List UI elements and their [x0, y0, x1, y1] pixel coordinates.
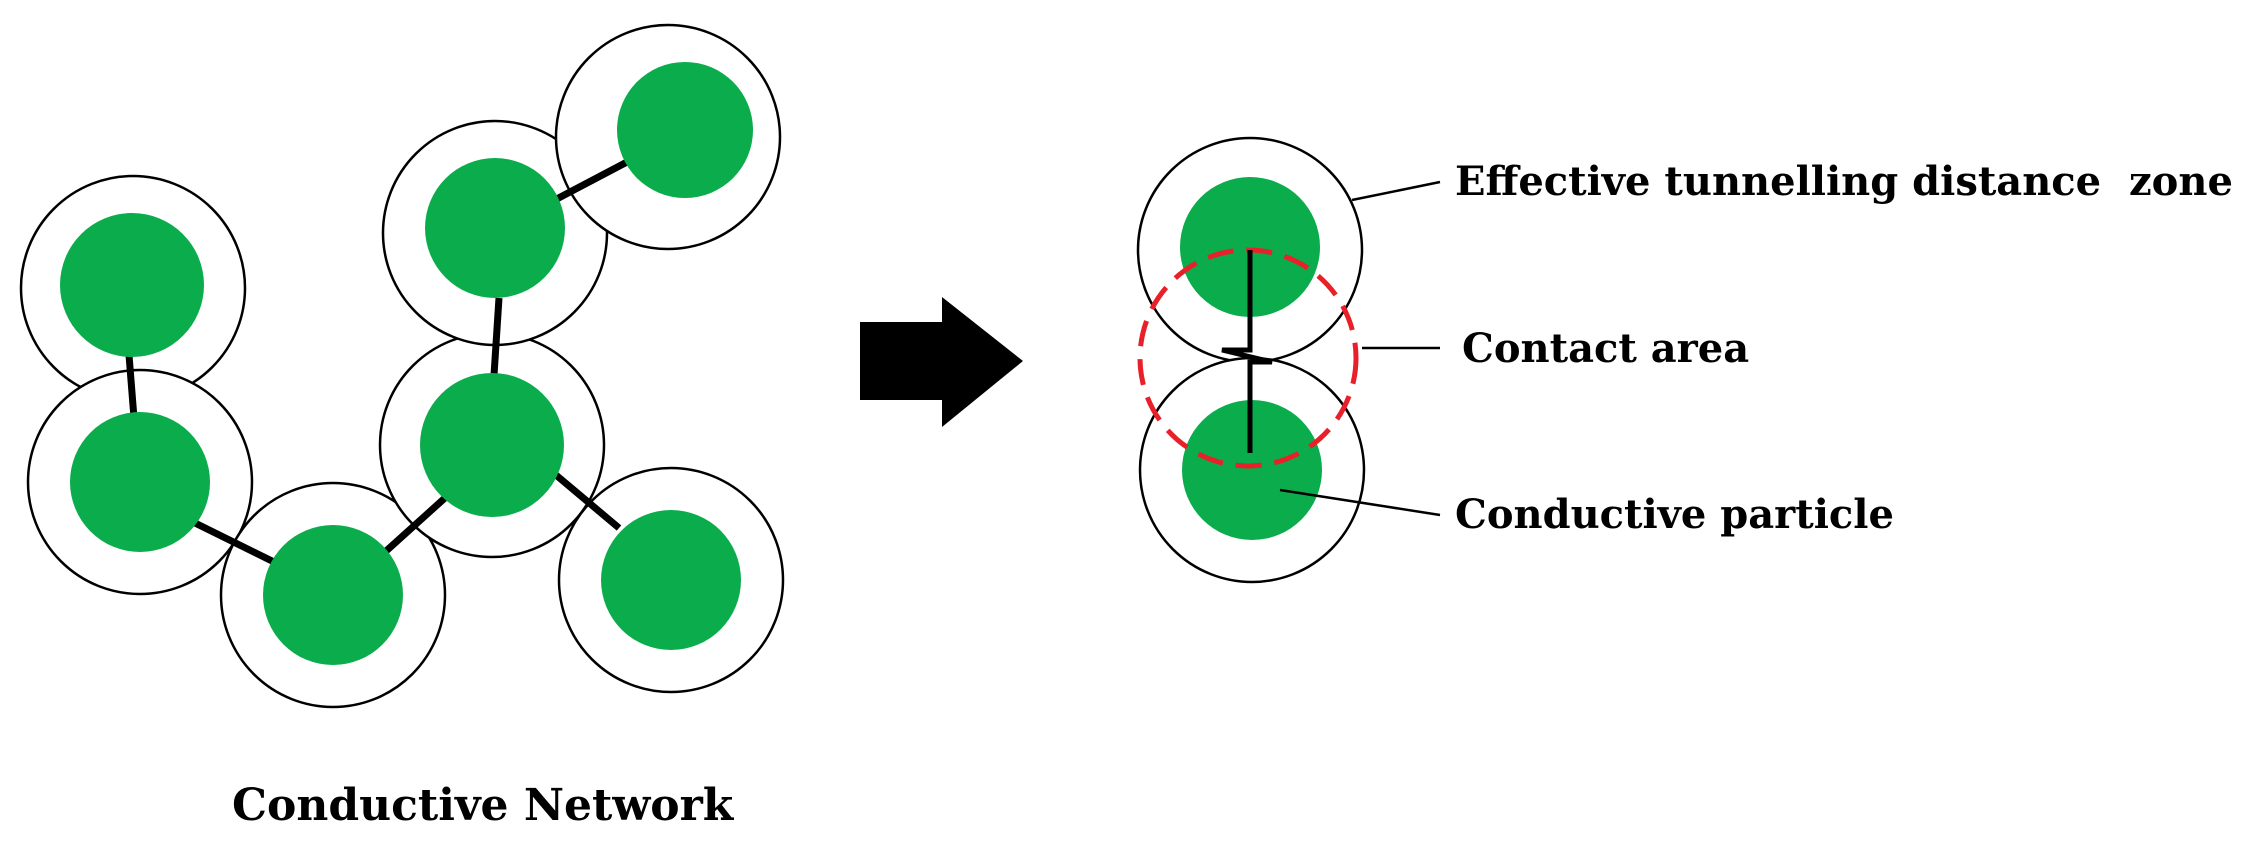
tunnelling-zone-leader: [1351, 180, 1441, 202]
network-bond: [490, 297, 503, 376]
tunnelling-zone-label: Effective tunnelling distance zone: [1455, 158, 2233, 205]
conductive-particle-5: [425, 158, 565, 298]
network-caption: Conductive Network: [232, 780, 735, 831]
network-group: Conductive Network: [19, 23, 785, 831]
network-bond: [382, 494, 449, 555]
right-arrow-icon: [860, 297, 1023, 427]
conductive-particle-1: [60, 213, 204, 357]
network-bond: [547, 467, 622, 531]
network-bond: [191, 518, 278, 567]
network-bond: [125, 354, 138, 419]
zoom-particle-top: [1180, 177, 1320, 317]
conductive-particle-2: [70, 412, 210, 552]
particle-leader: [1279, 488, 1441, 517]
zoom-group: Effective tunnelling distance zone Conta…: [1136, 136, 2233, 584]
conductive-particle-3: [263, 525, 403, 665]
network-bond: [549, 158, 629, 206]
conductive-particle-6: [617, 62, 753, 198]
contact-area-label: Contact area: [1462, 325, 1749, 372]
conductive-particle-7: [601, 510, 741, 650]
zoom-particle-bottom: [1182, 400, 1322, 540]
particle-label: Conductive particle: [1455, 491, 1894, 538]
tunnelling-path: [1221, 250, 1273, 453]
conductive-particle-4: [420, 373, 564, 517]
